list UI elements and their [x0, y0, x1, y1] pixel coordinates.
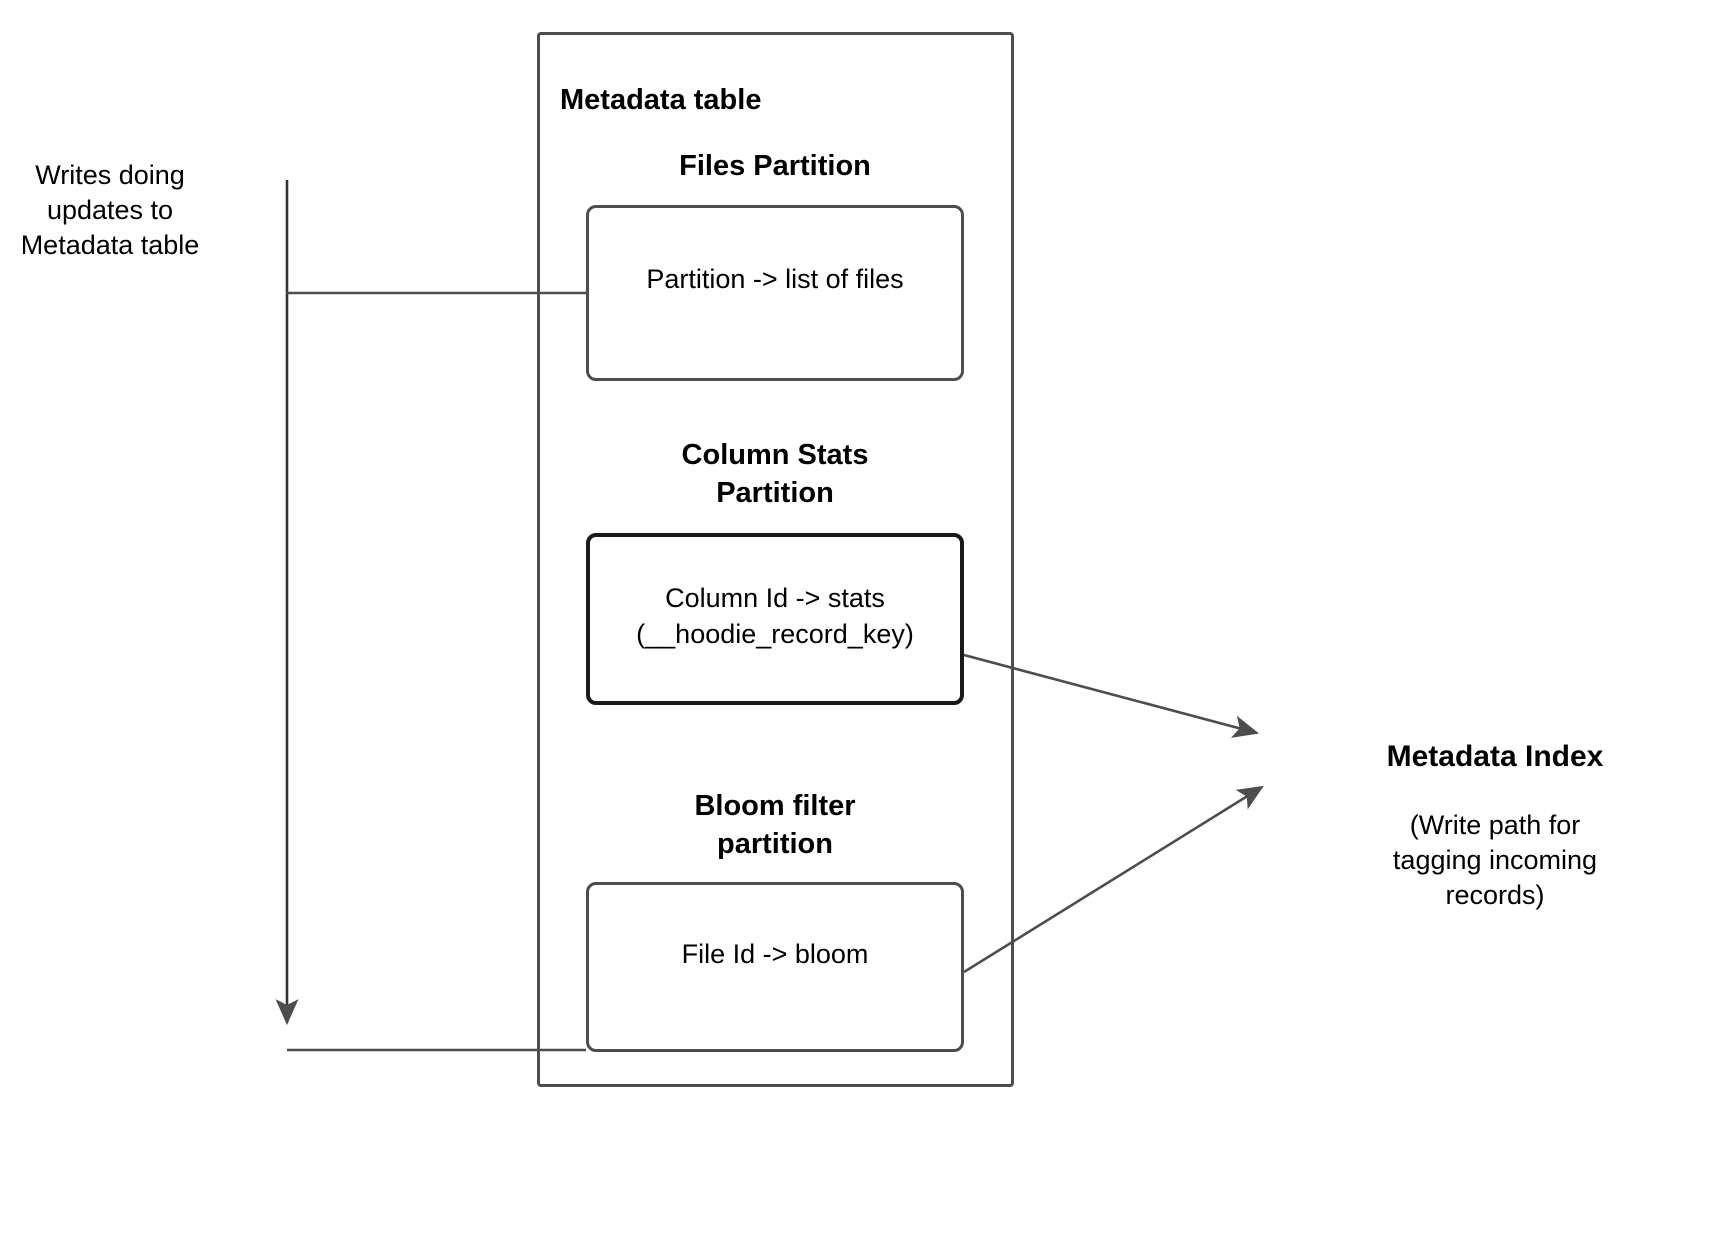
files-partition-box: Partition -> list of files — [586, 205, 964, 381]
metadata-index-title: Metadata Index — [1386, 740, 1604, 773]
metadata-index-subtitle: (Write path for tagging incoming records… — [1392, 810, 1598, 911]
column-stats-partition-heading: Column Stats Partition — [681, 439, 869, 509]
files-partition-box-text: Partition -> list of files — [646, 264, 904, 294]
bloom-filter-partition-heading: Bloom filter partition — [694, 790, 856, 860]
metadata-table-title: Metadata table — [560, 84, 762, 116]
files-partition-heading: Files Partition — [679, 150, 871, 182]
metadata-table-container — [537, 32, 1014, 1087]
bloom-filter-partition-box-text: File Id -> bloom — [681, 939, 869, 969]
column-stats-partition-box: Column Id -> stats (__hoodie_record_key) — [586, 533, 964, 705]
bloom-filter-partition-box: File Id -> bloom — [586, 882, 964, 1052]
writes-note-label: Writes doing updates to Metadata table — [20, 160, 200, 261]
column-stats-partition-box-text: Column Id -> stats (__hoodie_record_key) — [636, 583, 914, 649]
